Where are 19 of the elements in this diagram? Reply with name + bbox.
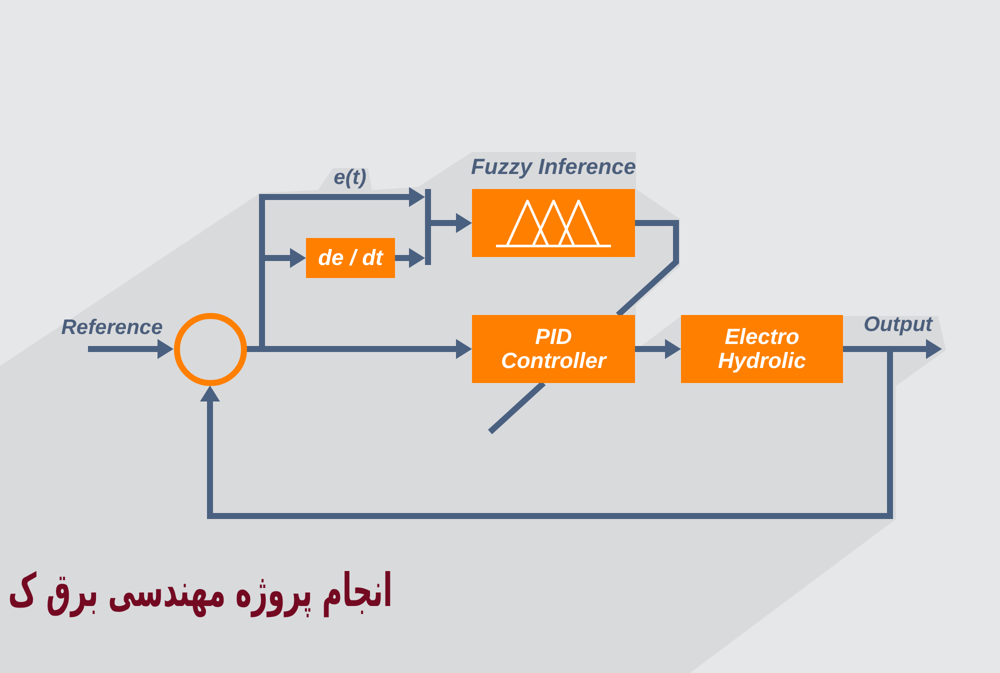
arrow	[395, 248, 425, 268]
title: انجام پروژه مهندسی برق ک	[8, 562, 392, 620]
arrow	[262, 339, 472, 359]
summing-junction	[174, 312, 246, 386]
process-box: PID Controller	[472, 315, 635, 383]
arrow	[200, 349, 893, 519]
arrow	[635, 339, 681, 359]
process-box: de / dt	[306, 238, 395, 278]
edge-label: Output	[864, 313, 932, 337]
block-heading: Fuzzy Inference	[470, 154, 636, 180]
arrow	[431, 213, 472, 233]
connector-line	[843, 346, 890, 352]
arrow	[262, 248, 306, 268]
process-box: Electro Hydrolic	[681, 315, 843, 383]
arrow	[88, 339, 174, 359]
arrow	[890, 339, 942, 359]
mux-bar	[425, 189, 431, 265]
connector-line	[616, 220, 679, 318]
edge-label: Reference	[61, 316, 163, 340]
